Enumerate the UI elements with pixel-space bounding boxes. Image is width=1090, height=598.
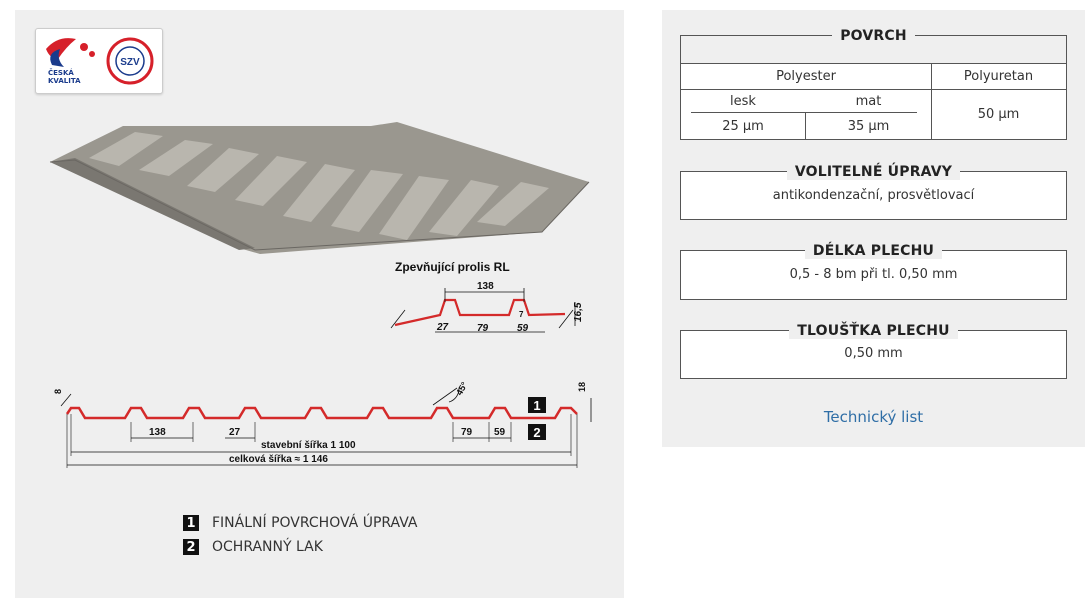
legend-number: 1 bbox=[183, 515, 199, 531]
povrch-lesk: lesk bbox=[730, 93, 756, 109]
povrch-section: POVRCH Polyester Polyuretan lesk mat 25 … bbox=[680, 28, 1067, 140]
volitelne-title: VOLITELNÉ ÚPRAVY bbox=[786, 164, 961, 180]
profile-dim-27: 27 bbox=[436, 322, 449, 333]
povrch-mat-value: 35 µm bbox=[847, 118, 890, 134]
dim-138: 138 bbox=[149, 427, 166, 438]
marker-1-box bbox=[528, 397, 546, 413]
profile-title: Zpevňující prolis RL bbox=[395, 260, 510, 274]
povrch-polyuretan: Polyuretan bbox=[963, 68, 1034, 84]
profile-dim-7: 7 bbox=[519, 310, 524, 319]
dim-45: 45° bbox=[454, 380, 470, 397]
dim-59: 59 bbox=[494, 427, 506, 438]
marker-1: 1 bbox=[533, 398, 540, 413]
tloustka-value: 0,50 mm bbox=[844, 346, 903, 361]
povrch-table: Polyester Polyuretan lesk mat 25 µm 35 µ… bbox=[681, 63, 1066, 140]
legend-label: FINÁLNÍ POVRCHOVÁ ÚPRAVA bbox=[212, 515, 418, 531]
quality-logo-graphic: SZV bbox=[46, 37, 154, 85]
logo-text-line1: ČESKÁ bbox=[48, 69, 74, 77]
marker-2: 2 bbox=[533, 425, 540, 440]
volitelne-value: antikondenzační, prosvětlovací bbox=[772, 188, 975, 203]
marker-2-box bbox=[528, 424, 546, 440]
delka-section: DÉLKA PLECHU 0,5 - 8 bm při tl. 0,50 mm bbox=[680, 243, 1067, 300]
legend-item: 1 FINÁLNÍ POVRCHOVÁ ÚPRAVA bbox=[183, 512, 417, 534]
cross-section: 8 45° 18 1 2 138 27 79 59 bbox=[53, 380, 592, 468]
tloustka-section: TLOUŠŤKA PLECHU 0,50 mm bbox=[680, 323, 1067, 379]
volitelne-section: VOLITELNÉ ÚPRAVY antikondenzační, prosvě… bbox=[680, 164, 1067, 220]
delka-title: DÉLKA PLECHU bbox=[804, 243, 943, 259]
logo-text-line2: KVALITA bbox=[48, 77, 81, 85]
stavebni-sirka: stavební šířka 1 100 bbox=[261, 440, 356, 451]
delka-value: 0,5 - 8 bm při tl. 0,50 mm bbox=[789, 267, 958, 282]
profile-dim-138: 138 bbox=[477, 281, 494, 292]
povrch-lesk-value: 25 µm bbox=[722, 118, 764, 134]
legend: 1 FINÁLNÍ POVRCHOVÁ ÚPRAVA 2 OCHRANNÝ LA… bbox=[183, 512, 417, 560]
povrch-polyester: Polyester bbox=[776, 68, 836, 84]
sheet-3d-render bbox=[49, 122, 590, 254]
technical-drawing: Zpevňující prolis RL 138 27 79 59 7 16,5… bbox=[49, 122, 592, 468]
dim-79: 79 bbox=[461, 427, 473, 438]
celkova-sirka: celková šířka ≈ 1 146 bbox=[229, 454, 328, 465]
profile-dim-59: 59 bbox=[517, 323, 529, 334]
povrch-title: POVRCH bbox=[832, 28, 915, 44]
dim-27: 27 bbox=[229, 427, 241, 438]
legend-label: OCHRANNÝ LAK bbox=[212, 539, 323, 555]
dim-18: 18 bbox=[577, 382, 587, 392]
logo-text: ČESKÁ KVALITA bbox=[48, 69, 81, 85]
quality-logo: SZV ČESKÁ KVALITA bbox=[35, 28, 163, 94]
tloustka-title: TLOUŠŤKA PLECHU bbox=[789, 323, 958, 339]
profile-detail: Zpevňující prolis RL 138 27 79 59 7 16,5 bbox=[390, 260, 584, 334]
logo-badge: SZV bbox=[120, 57, 140, 68]
legend-item: 2 OCHRANNÝ LAK bbox=[183, 536, 417, 558]
specs-panel: POVRCH Polyester Polyuretan lesk mat 25 … bbox=[662, 10, 1085, 447]
profile-dim-16-5: 16,5 bbox=[573, 302, 584, 322]
product-drawing-panel: SZV ČESKÁ KVALITA bbox=[15, 10, 624, 598]
technicky-list-link[interactable]: Technický list bbox=[823, 408, 924, 426]
povrch-polyuretan-value: 50 µm bbox=[977, 107, 1020, 122]
dim-8: 8 bbox=[53, 389, 63, 394]
legend-number: 2 bbox=[183, 539, 199, 555]
povrch-mat: mat bbox=[855, 93, 882, 109]
profile-dim-79: 79 bbox=[477, 323, 489, 334]
